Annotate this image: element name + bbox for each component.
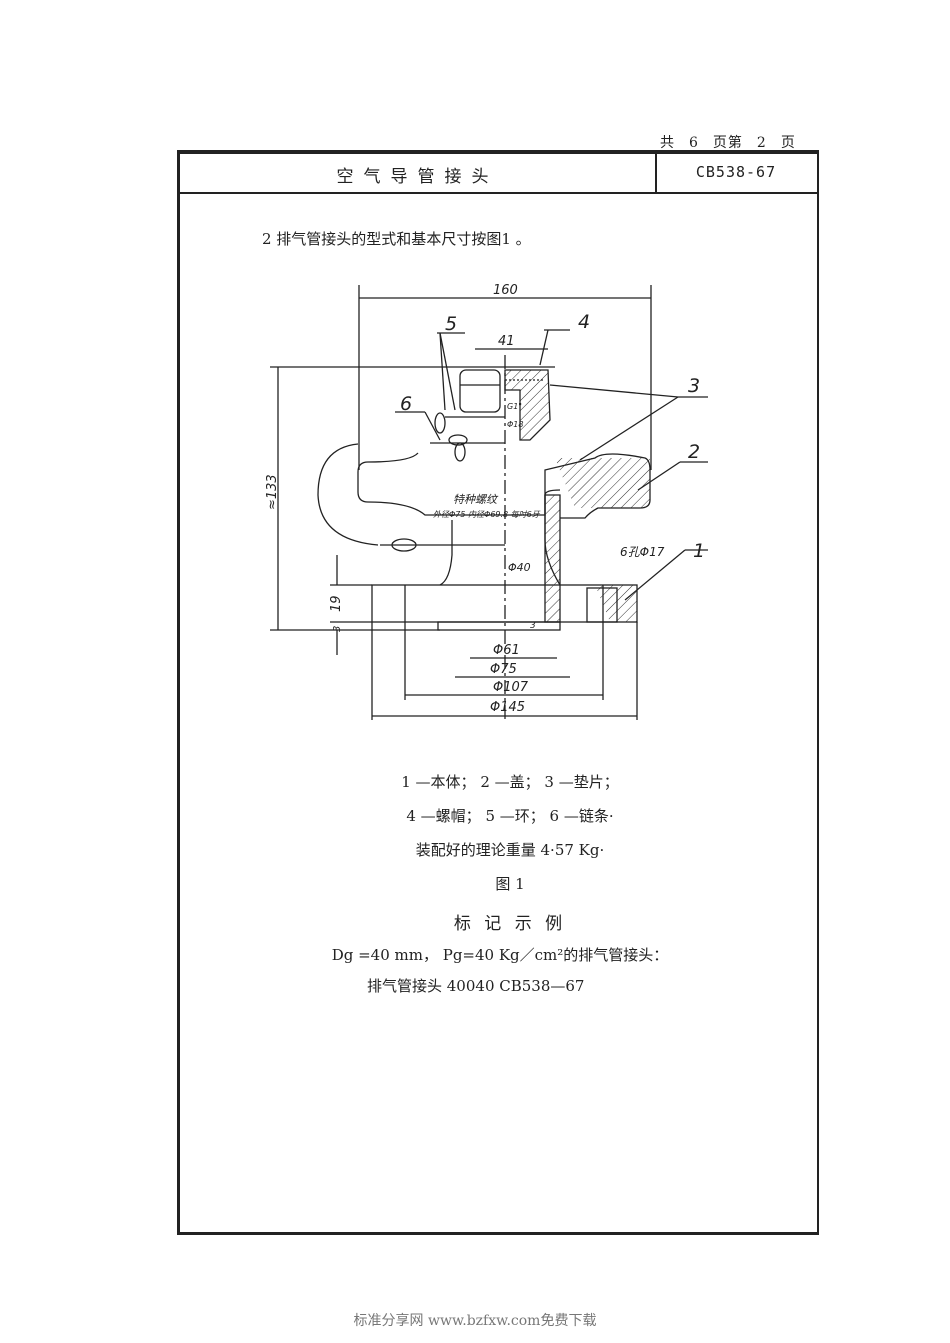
dim-133: ≈133 xyxy=(265,474,280,510)
dim-3-left: 3 xyxy=(332,626,343,632)
example-title: 标 记 示 例 xyxy=(453,914,567,934)
chain-loop xyxy=(317,443,379,546)
part-label-3: 3 xyxy=(688,375,700,397)
section-text: 2 排气管接头的型式和基本尺寸按图1 。 xyxy=(262,230,531,248)
base-gasket xyxy=(437,621,561,631)
nut-hex xyxy=(459,369,501,413)
example-line-2: 排气管接头 40040 CB538—67 xyxy=(367,977,585,995)
dim-phi75: Φ75 xyxy=(490,662,517,677)
thread-spec: 外径Φ75 内径Φ69.8 每吋6牙 xyxy=(433,510,541,519)
example-line-1: Dg =40 mm， Pg=40 Kg／cm²的排气管接头： xyxy=(331,946,669,964)
part-label-2: 2 xyxy=(688,441,700,463)
chain-link xyxy=(434,412,446,434)
header-column-divider xyxy=(655,153,657,193)
standard-code: CB538-67 xyxy=(695,163,777,181)
frame-top-border xyxy=(177,150,817,154)
nut-section xyxy=(504,369,551,441)
thread-note: 特种螺纹 xyxy=(453,493,499,506)
caption-parts-2: 4 —螺帽； 5 —环； 6 —链条· xyxy=(406,807,614,825)
dim-phi107: Φ107 xyxy=(493,680,529,695)
dim-160: 160 xyxy=(493,283,518,298)
dim-phi61: Φ61 xyxy=(493,643,520,658)
dim-41: 41 xyxy=(498,334,515,349)
caption-parts-1: 1 —本体； 2 —盖； 3 —垫片； xyxy=(401,773,619,791)
document-title: 空气导管接头 xyxy=(336,167,499,187)
dim-phi145: Φ145 xyxy=(490,700,525,715)
watermark: 标准分享网 www.bzfxw.com免费下载 xyxy=(353,1313,597,1329)
pager-page: 2 xyxy=(756,135,767,151)
pager-total-prefix: 共 xyxy=(660,135,675,151)
figure-label: 图 1 xyxy=(495,875,525,893)
pager-suffix: 页 xyxy=(780,135,796,151)
page-frame xyxy=(177,150,819,1235)
dim-19: 19 xyxy=(329,595,344,612)
header-divider xyxy=(177,192,817,194)
dim-phi40: Φ40 xyxy=(508,561,531,574)
technical-drawing: 160 41 ≈133 19 3 3 Φ61 Φ75 Φ107 Φ145 Φ40… xyxy=(265,283,708,720)
part-label-4: 4 xyxy=(578,311,590,333)
dim-holes: 6孔Φ17 xyxy=(620,545,665,559)
caption-weight: 装配好的理论重量 4·57 Kg· xyxy=(415,841,605,859)
pager-total: 6 xyxy=(689,135,699,151)
part-label-1: 1 xyxy=(693,540,705,562)
bolt-hole xyxy=(586,587,618,623)
part-label-6: 6 xyxy=(400,393,412,415)
dim-3-center: 3 xyxy=(530,621,536,631)
dim-g1: G1" xyxy=(507,402,522,411)
pager-mid: 页第 xyxy=(712,135,743,151)
part-label-5: 5 xyxy=(445,313,457,335)
dim-phi18: Φ18 xyxy=(507,420,523,429)
